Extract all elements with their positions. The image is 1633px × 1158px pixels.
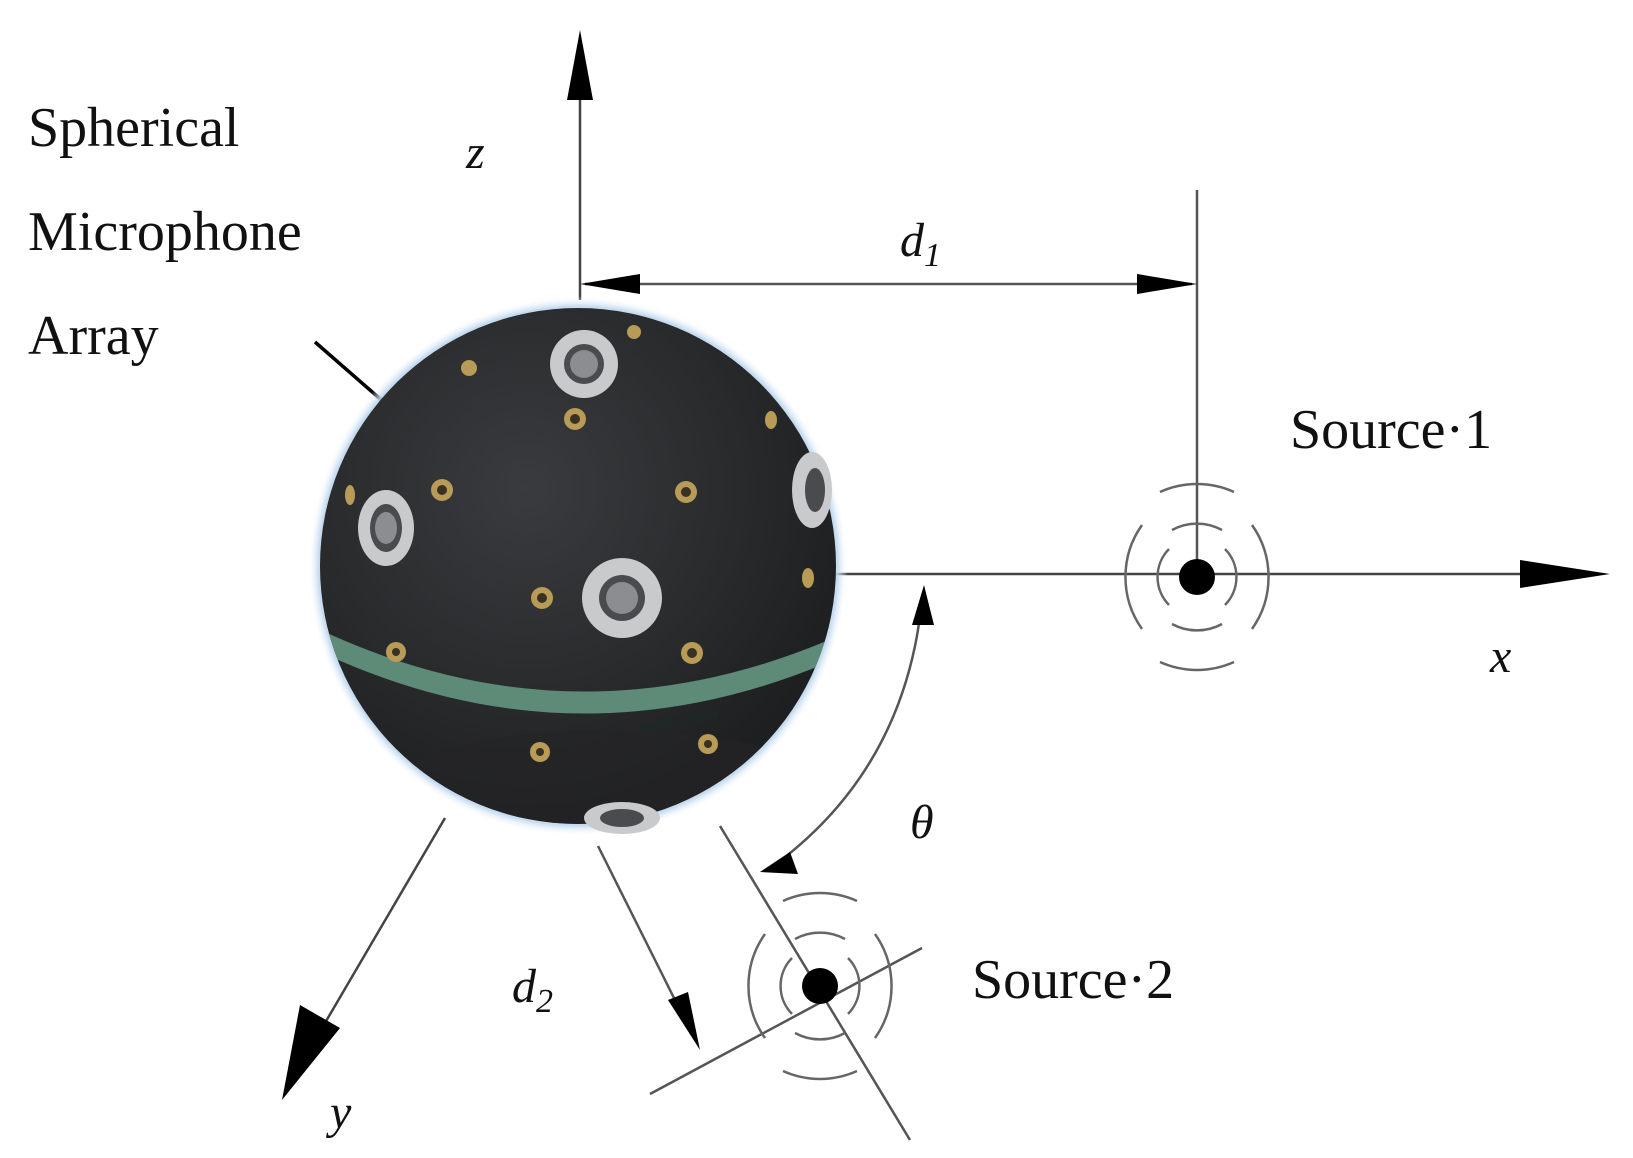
small-mic-capsule — [345, 485, 355, 505]
d1-dimension — [580, 190, 1199, 570]
large-mic-capsule — [358, 490, 414, 566]
small-mic-capsule — [765, 411, 777, 429]
d2-subscript: 2 — [536, 983, 553, 1020]
large-mic-capsule — [550, 330, 618, 398]
large-mic-capsule — [582, 558, 662, 638]
spherical-microphone-array: Brüel & Kjær — [308, 296, 848, 836]
small-mic-capsule — [530, 742, 550, 762]
small-mic-capsule — [627, 325, 641, 339]
theta-label: θ — [910, 796, 934, 849]
source-2-emitter — [747, 891, 893, 1081]
source-1-emitter — [1124, 482, 1270, 672]
d2-dimension — [596, 825, 923, 1141]
small-mic-capsule — [698, 734, 718, 754]
y-axis-label: y — [325, 1086, 352, 1139]
x-axis-label: x — [1489, 630, 1511, 683]
array-label-line3: Array — [28, 305, 159, 367]
small-mic-capsule — [675, 481, 697, 503]
source-2-label: Source·2 — [972, 949, 1174, 1011]
small-mic-capsule — [564, 408, 586, 430]
d1-subscript: 1 — [924, 237, 941, 274]
small-mic-capsule — [431, 479, 453, 501]
large-mic-capsule — [584, 802, 660, 834]
theta-arc — [760, 585, 934, 874]
small-mic-capsule — [531, 587, 553, 609]
d1-label: d1 — [900, 214, 941, 274]
small-mic-capsule — [681, 642, 703, 664]
x-axis — [830, 560, 1610, 588]
source-1-label: Source·1 — [1290, 399, 1492, 461]
array-label-line1: Spherical — [28, 97, 239, 159]
array-label-line2: Microphone — [28, 201, 302, 263]
z-axis — [567, 30, 593, 300]
large-mic-capsule — [792, 452, 832, 528]
small-mic-capsule — [386, 642, 406, 662]
d2-label: d2 — [512, 960, 553, 1020]
small-mic-capsule — [802, 568, 814, 588]
small-mic-capsule — [461, 360, 477, 376]
z-axis-label: z — [465, 126, 485, 179]
y-axis — [282, 817, 447, 1100]
